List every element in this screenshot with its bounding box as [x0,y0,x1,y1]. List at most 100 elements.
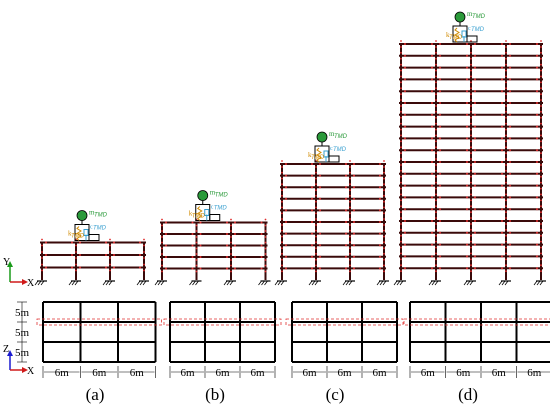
hinge-dot [264,247,267,250]
hinge-dot [439,43,441,45]
hinge-dot [439,208,441,211]
hinge-dot [435,211,437,214]
hinge-dot [345,221,347,223]
hinge-dot [345,244,347,247]
hinge-dot [540,169,542,172]
hinge-dot [470,264,472,267]
hinge-dot [195,264,198,267]
hinge-dot [230,259,232,261]
hinge-dot [466,267,468,270]
hinge-dot [400,105,402,107]
hinge-dot [505,140,507,143]
hinge-dot [41,251,43,253]
hinge-dot [505,270,507,273]
hinge-dot [349,229,351,232]
hinge-dot [540,205,542,208]
hinge-dot [195,247,198,250]
bay-width-label: 6m [215,367,230,379]
hinge-dot [400,128,402,131]
hinge-dot [45,266,47,269]
hinge-dot [400,193,402,196]
hinge-dot [466,243,468,246]
hinge-dot [474,161,476,163]
hinge-dot [353,255,355,258]
hinge-dot [285,163,287,165]
hinge-dot [470,93,472,96]
hinge-dot [431,90,433,93]
hinge-dot [285,267,287,270]
hinge-dot [431,149,433,152]
hinge-dot [349,235,351,238]
support-hatch [261,280,265,286]
hinge-dot [435,57,437,60]
hinge-dot [470,146,472,149]
hinge-dot [540,152,542,155]
hinge-dot [315,218,317,220]
hinge-dot [540,264,542,267]
hinge-dot [501,161,503,163]
hinge-dot [349,160,351,162]
hinge-dot [400,122,402,125]
hinge-dot [234,221,236,224]
hinge-dot [400,75,402,78]
hinge-dot [285,244,287,247]
hinge-dot [400,181,402,184]
hinge-dot [470,46,472,48]
hinge-dot [230,230,232,232]
hinge-dot [540,158,542,160]
hinge-dot [505,128,507,131]
hinge-dot [435,223,437,225]
bay-width-label: 6m [302,367,317,379]
hinge-dot [435,264,437,267]
support-hatch [280,280,285,286]
hinge-dot [431,231,433,234]
hinge-dot [400,205,402,208]
hinge-dot [509,161,511,163]
hinge-dot [195,259,198,261]
bay-width-label: 6m [492,367,507,379]
hinge-dot [536,184,538,187]
hinge-dot [540,223,542,225]
hinge-dot [161,270,163,273]
axis-z-label: Z [3,344,9,355]
bay-width-label: 6m [55,367,70,379]
hinge-dot [404,161,406,163]
hinge-dot [466,196,468,199]
bay-width-label: 6m [372,367,387,379]
hinge-dot [75,257,77,259]
hinge-dot [319,255,321,258]
hinge-dot [435,199,437,202]
hinge-dot [470,134,472,137]
hinge-dot [540,134,542,137]
hinge-dot [501,43,503,45]
hinge-dot [509,196,511,199]
hinge-dot [509,172,511,175]
hinge-dot [404,208,406,211]
hinge-dot [505,223,507,225]
hinge-dot [540,181,542,184]
hinge-dot [264,259,267,261]
hinge-dot [383,224,385,226]
hinge-dot [474,184,476,187]
hinge-dot [311,244,313,247]
hinge-dot [470,217,472,219]
hinge-dot [505,181,507,184]
hinge-dot [315,264,317,267]
hinge-dot [264,230,267,232]
hinge-dot [41,263,43,266]
hinge-dot [439,243,441,246]
hinge-dot [41,244,43,247]
hinge-dot [400,175,402,178]
hinge-dot [404,243,406,246]
hinge-dot [435,217,437,219]
hinge-dot [143,257,145,259]
hinge-dot [379,197,381,200]
hinge-dot [379,244,381,247]
hinge-dot [315,160,317,162]
hinge-dot [470,122,472,125]
hinge-dot [379,267,381,270]
support-hatch [348,280,353,286]
hinge-dot [315,270,317,273]
hinge-dot [474,196,476,199]
hinge-dot [466,137,468,140]
